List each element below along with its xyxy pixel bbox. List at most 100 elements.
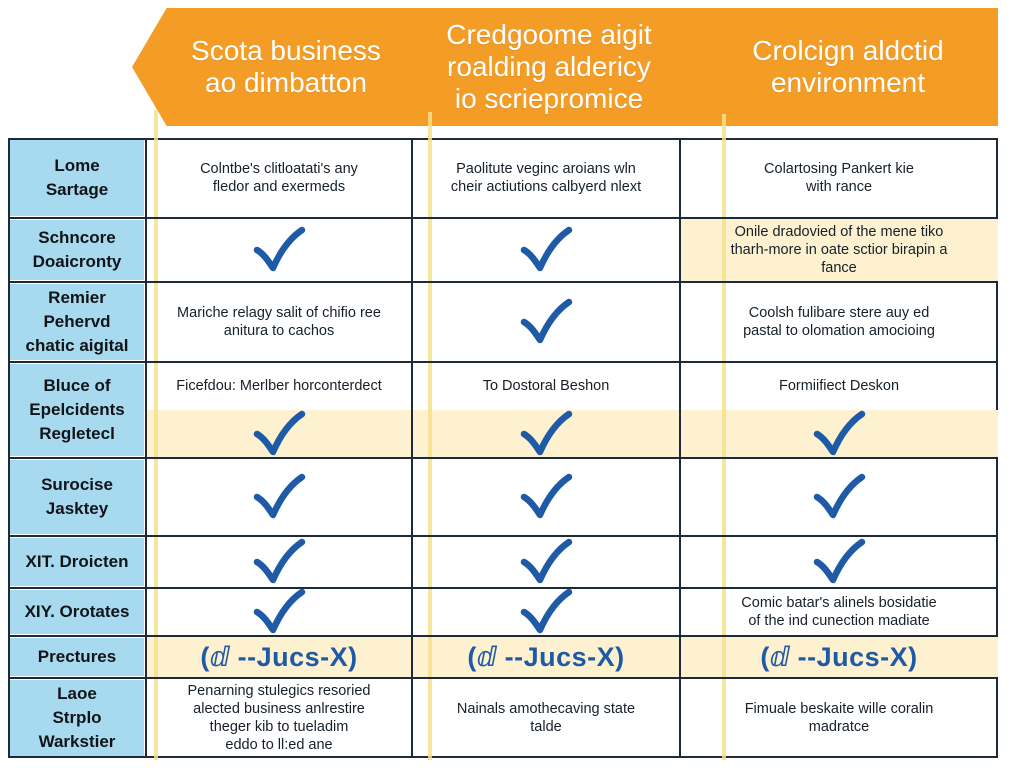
header-column-3-line: environment [770,67,926,98]
check-icon [519,538,573,586]
cell-text-line: Ficefdou: Merlber horconterdect [176,378,382,394]
cell-text-line: Onile dradovied of the mene tiko [734,224,944,240]
table-cell-text: Coolsh fulibare stere auy ed pastal to ol… [680,282,998,362]
cell-text-line: of the ind cunection madiate [748,613,930,629]
row-label: XIT. Droicten [10,538,144,586]
column-divider [145,138,147,758]
cell-text-line: tharh-more in oate sctior birapin a [730,242,948,258]
table-cell-text: Colntbe's clitloatati's any fledor and ex… [146,138,412,218]
header-banner [132,8,998,126]
code-label: (ⅆ --Jucs-X) [760,641,918,672]
check-icon [252,588,306,636]
row-label-line: Bluce of [43,376,111,395]
row-divider [8,535,998,537]
column-divider [679,138,681,758]
table-cell-text: To Dostoral Beshon [412,362,680,410]
header-column-2-line: roalding alderi‍cy [447,51,651,82]
row-label-line: Doaicronty [32,252,122,271]
header-column-2-line: Credgoome aigit [446,19,652,50]
table-cell-text: Penarning stulegics resoried alected busi… [146,678,412,758]
row-divider [8,587,998,589]
header-column-2-line: io scriepromice [454,83,644,114]
cell-text-line: Colntbe's clitloatati's any [200,161,358,177]
cell-text-line: Mariche relagy salit of chifio ree [177,305,381,321]
code-label: (ⅆ --Jucs-X) [200,641,358,672]
row-divider [8,361,998,363]
row-label-line: Warkstier [38,732,116,751]
row-label-line: Regletecl [39,424,115,443]
check-icon [519,226,573,274]
header-column-1-line: Scota business [191,35,381,66]
cell-text-line: eddo to ll:ed ane [225,737,333,753]
row-divider [8,217,998,219]
cell-text-line: pastal to olomation amocioing [743,323,935,339]
table-cell-text: Formiifiect Deskon [680,362,998,410]
cell-text-line: Comic batar's alinels bosidatie [741,595,937,611]
row-divider [8,457,998,459]
table-cell-text: Onile dradovied of the mene tiko tharh-mo… [680,218,998,282]
cell-text-line: talde [530,719,562,735]
row-label: XIY. Orotates [10,590,144,634]
column-divider [411,138,413,758]
row-label-line: Sartage [45,180,109,199]
cell-text-line: alected business anlrestire [193,701,365,717]
row-label-line: Pehervd [43,312,111,331]
cell-text-line: madratce [808,719,870,735]
row-label-line: Lome [54,156,100,175]
row-label-line: Prectures [37,647,117,666]
row-label-line: Jasktey [45,499,109,518]
row-label-line: Epelcidents [29,400,125,419]
row-label-line: Strplo [52,708,102,727]
row-divider [8,281,998,283]
row-label-line: Schncore [38,228,116,247]
check-icon [519,588,573,636]
cell-text-line: Penarning stulegics resoried [187,683,371,699]
check-icon [519,298,573,346]
cell-text-line: fledor and exermeds [212,179,346,195]
highlight-row-bg [146,636,998,678]
cell-text-line: Coolsh fulibare stere auy ed [748,305,930,321]
check-icon [812,410,866,458]
check-icon [812,473,866,521]
check-icon [252,410,306,458]
header-column-3: Crolcign aldctid environment [700,8,996,126]
check-icon [812,538,866,586]
cell-text-line: with rance [805,179,873,195]
table-cell-text: Ficefdou: Merlber horconterdect [146,362,412,410]
check-icon [519,410,573,458]
cell-text-line: fance [821,260,857,276]
cell-text-line: Nainals amothecaving state [456,701,636,717]
header-column-1: Scota business ao dimbatton [168,8,404,126]
check-icon [519,473,573,521]
table-cell-text: Mariche relagy salit of chifio ree anitur… [146,282,412,362]
row-label-line: XIY. Orotates [24,602,130,621]
row-label: Prectures [10,638,144,676]
cell-text-line: To Dostoral Beshon [482,378,610,394]
header-column-3-line: Crolcign aldctid [752,35,944,66]
guide-line [722,114,726,760]
row-label-line: Remier [48,288,106,307]
header-column-1-line: ao dimbatton [205,67,367,98]
highlight-cell-bg [680,218,998,282]
cell-text-line: anitura to cachos [223,323,335,339]
check-icon [252,226,306,274]
check-icon [252,473,306,521]
row-label-line: chatic aigital [25,336,129,355]
cell-text-line: theger kib to tueladim [209,719,349,735]
table-cell-text: Comic batar's alinels bosidatie of the in… [680,588,998,636]
cell-text-line: Paolitute veginc aroians wln [456,161,636,177]
row-divider [8,635,998,637]
guide-line [428,112,432,760]
guide-line [154,110,158,760]
row-label-line: Laoe [57,684,97,703]
table-cell-text: Nainals amothecaving state talde [412,678,680,758]
row-label-line: XIT. Droicten [25,552,129,571]
